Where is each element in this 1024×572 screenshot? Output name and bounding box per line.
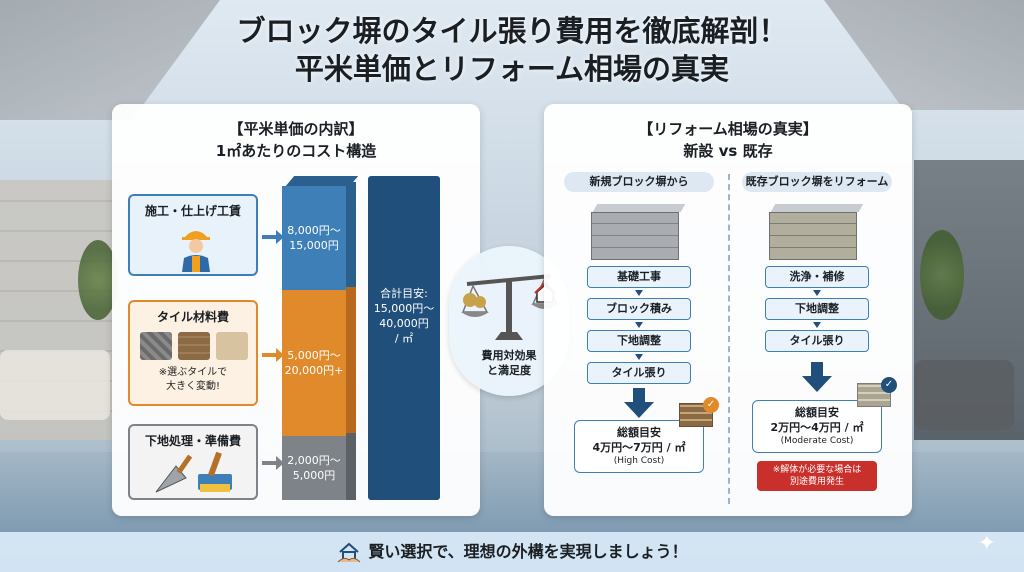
prep-range-line2: 5,000円 [292, 469, 336, 482]
new-cost-title: 総額目安 [617, 426, 661, 439]
total-line2: 15,000円〜 [373, 302, 435, 315]
arrow-down-icon [635, 354, 643, 360]
footer-banner: 賢い選択で、理想の外構を実現しましょう！ [0, 532, 1024, 572]
labor-cost-box: 施工・仕上げ工賃 [128, 194, 258, 276]
existing-cost-title: 総額目安 [795, 406, 839, 419]
brick-wall-icon [591, 204, 687, 260]
title-line1: ブロック塀のタイル張り費用を徹底解剖！ [236, 14, 788, 48]
new-cost-sub: (High Cost) [613, 456, 665, 466]
warning-line1: ※解体が必要な場合は [772, 465, 862, 475]
step-foundation: 基礎工事 [587, 266, 691, 288]
check-icon: ✓ [881, 377, 897, 393]
background-chair [914, 360, 1014, 430]
prep-range-line1: 2,000円〜 [287, 454, 341, 467]
step-tiling: タイル張り [765, 330, 869, 352]
scale-label: 費用対効果 と満足度 [449, 348, 569, 378]
worker-icon [182, 231, 210, 272]
reform-heading: 【リフォーム相場の真実】 新設 vs 既存 [544, 118, 912, 162]
scale-label-line2: と満足度 [487, 364, 531, 377]
step-tiling: タイル張り [587, 362, 691, 384]
arrow-down-icon [813, 322, 821, 328]
existing-cost-value: 2万円〜4万円 / ㎡ [770, 421, 864, 434]
tile-samples-icon [140, 332, 248, 360]
arrow-right-icon [262, 348, 284, 362]
prep-cost-box: 下地処理・準備費 [128, 424, 258, 500]
existing-wall-column: 既存ブロック塀をリフォーム 洗浄・補修 下地調整 タイル張り ✓ 総額目安 2万… [732, 172, 902, 491]
new-wall-cost-box: ✓ 総額目安 4万円〜7万円 / ㎡ (High Cost) [574, 397, 719, 473]
prep-cost-segment: 2,000円〜 5,000円 [282, 436, 346, 500]
arrow-right-icon [262, 456, 284, 470]
trowel-brush-icon [155, 451, 232, 493]
existing-cost-sub: (Moderate Cost) [780, 436, 854, 446]
new-wall-header: 新規ブロック塀から [564, 172, 714, 192]
tile-material-note: ※選ぶタイルで 大きく変動! [130, 366, 256, 394]
stack-side-face [346, 182, 356, 500]
scale-label-line1: 費用対効果 [481, 349, 537, 362]
tile-sample-beige [216, 332, 248, 360]
arrow-down-icon [624, 388, 654, 418]
cost-breakdown-heading: 【平米単価の内訳】 1㎡あたりのコスト構造 [112, 118, 480, 162]
arrow-down-icon [635, 290, 643, 296]
warning-line2: 別途費用発生 [789, 477, 844, 487]
step-base-adjustment: 下地調整 [765, 298, 869, 320]
arrow-down-icon [802, 362, 832, 398]
background-sofa [0, 350, 110, 420]
reform-comparison-panel: 【リフォーム相場の真実】 新設 vs 既存 新規ブロック塀から 基礎工事 ブロッ… [544, 104, 912, 516]
existing-wall-header: 既存ブロック塀をリフォーム [742, 172, 892, 192]
title-line2: 平米単価とリフォーム相場の真実 [294, 52, 730, 86]
demolition-warning: ※解体が必要な場合は 別途費用発生 [757, 461, 877, 491]
total-line4: / ㎡ [394, 332, 414, 345]
tile-sample-stone [140, 332, 172, 360]
new-cost-value: 4万円〜7万円 / ㎡ [592, 441, 686, 454]
tile-note-line1: ※選ぶタイルで [158, 367, 228, 378]
background-plant-right [920, 230, 964, 320]
total-line1: 合計目安: [380, 287, 428, 300]
step-block-laying: ブロック積み [587, 298, 691, 320]
sparkle-icon: ✦ [977, 531, 996, 556]
reform-heading-line2: 新設 vs 既存 [683, 142, 773, 160]
handshake-house-icon [337, 542, 361, 562]
new-wall-column: 新規ブロック塀から 基礎工事 ブロック積み 下地調整 タイル張り ✓ 総額目安 … [554, 172, 724, 473]
tile-range-line2: 20,000円+ [284, 364, 344, 377]
column-divider [728, 174, 730, 504]
labor-range-line1: 8,000円〜 [287, 224, 341, 237]
footer-text: 賢い選択で、理想の外構を実現しましょう！ [368, 542, 688, 561]
cost-breakdown-heading-line2: 1㎡あたりのコスト構造 [215, 142, 377, 160]
brick-wall-icon [769, 204, 865, 260]
tile-material-label: タイル材料費 [156, 310, 229, 324]
total-line3: 40,000円 [379, 317, 429, 330]
check-icon: ✓ [703, 397, 719, 413]
tile-material-segment: 5,000円〜 20,000円+ [282, 290, 346, 436]
arrow-right-icon [262, 230, 284, 244]
tile-range-line1: 5,000円〜 [287, 349, 341, 362]
labor-cost-segment: 8,000円〜 15,000円 [282, 186, 346, 290]
tile-sample-wood [178, 332, 210, 360]
total-cost-bar: 合計目安: 15,000円〜 40,000円 / ㎡ [368, 176, 440, 500]
labor-cost-label: 施工・仕上げ工賃 [144, 204, 241, 218]
page-title: ブロック塀のタイル張り費用を徹底解剖！ 平米単価とリフォーム相場の真実 [0, 12, 1024, 88]
cost-breakdown-heading-line1: 【平米単価の内訳】 [228, 120, 364, 138]
tile-note-line2: 大きく変動! [165, 381, 220, 392]
background-plant-left [78, 240, 118, 320]
cost-breakdown-panel: 【平米単価の内訳】 1㎡あたりのコスト構造 施工・仕上げ工賃 タイル材料費 ※選… [112, 104, 480, 516]
arrow-down-icon [635, 322, 643, 328]
arrow-down-icon [813, 290, 821, 296]
tile-material-box: タイル材料費 ※選ぶタイルで 大きく変動! [128, 300, 258, 406]
reform-heading-line1: 【リフォーム相場の真実】 [638, 120, 818, 138]
labor-range-line2: 15,000円 [289, 239, 339, 252]
existing-wall-cost-box: ✓ 総額目安 2万円〜4万円 / ㎡ (Moderate Cost) [752, 377, 897, 453]
step-clean-repair: 洗浄・補修 [765, 266, 869, 288]
step-base-adjustment: 下地調整 [587, 330, 691, 352]
prep-cost-label: 下地処理・準備費 [144, 434, 241, 448]
